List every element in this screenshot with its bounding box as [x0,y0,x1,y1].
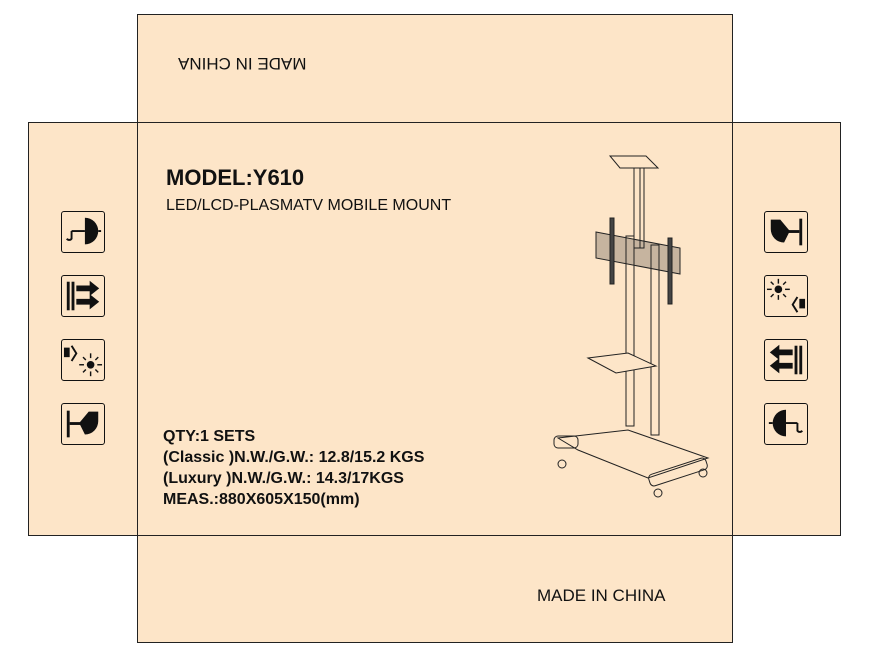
tv-stand-illustration [553,155,710,498]
this-way-up-icon [764,339,808,381]
spec-luxury: (Luxury )N.W./G.W.: 14.3/17KGS [163,470,404,487]
top-flap: MADE IN CHINA [137,14,733,123]
keep-away-from-heat-icon [61,339,105,381]
bottom-flap-text: MADE IN CHINA [537,586,666,605]
bottom-flap: MADE IN CHINA [137,535,733,643]
keep-away-from-heat-icon [764,275,808,317]
spec-meas: MEAS.:880X605X150(mm) [163,491,360,508]
fragile-icon [61,403,105,445]
front-panel: MODEL:Y610 LED/LCD-PLASMATV MOBILE MOUNT… [137,122,733,536]
fragile-icon [764,211,808,253]
model-title: MODEL:Y610 [166,165,305,190]
keep-dry-icon [764,403,808,445]
product-name: LED/LCD-PLASMATV MOBILE MOUNT [166,197,452,214]
spec-classic: (Classic )N.W./G.W.: 12.8/15.2 KGS [163,449,425,466]
top-flap-text: MADE IN CHINA [178,54,307,73]
keep-dry-icon [61,211,105,253]
spec-qty: QTY:1 SETS [163,428,256,445]
left-side-panel [28,122,138,536]
this-way-up-icon [61,275,105,317]
right-side-panel [732,122,841,536]
